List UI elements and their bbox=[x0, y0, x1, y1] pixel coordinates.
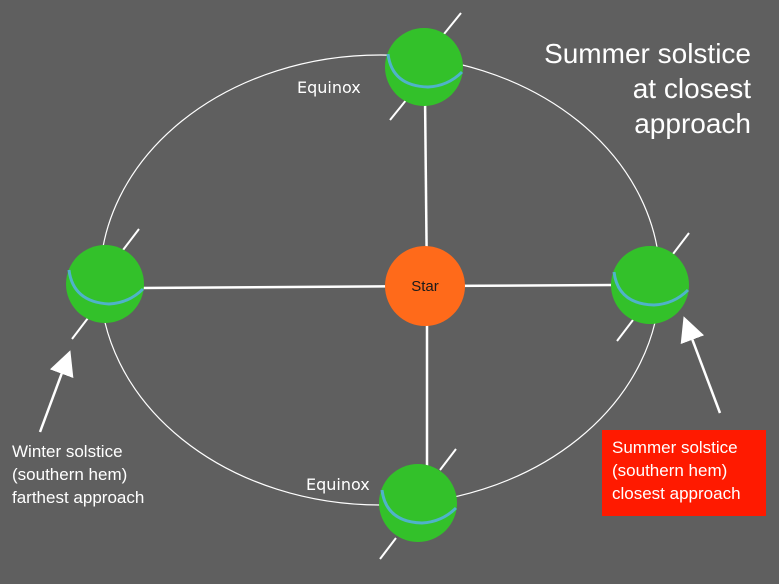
summer-line-1: Summer solstice bbox=[612, 438, 738, 457]
summer-solstice-box: Summer solstice (southern hem) closest a… bbox=[602, 430, 766, 516]
winter-line-1: Winter solstice bbox=[12, 442, 123, 461]
winter-solstice-label: Winter solstice (southern hem) farthest … bbox=[12, 440, 144, 509]
equinox-bottom-label: Equinox bbox=[306, 475, 370, 494]
star-label: Star bbox=[411, 278, 439, 295]
star: Star bbox=[385, 246, 465, 326]
diagram-title: Summer solstice at closest approach bbox=[544, 36, 751, 141]
winter-line-3: farthest approach bbox=[12, 488, 145, 507]
summer-line-2: (southern hem) bbox=[612, 461, 728, 480]
title-line-3: approach bbox=[634, 108, 751, 139]
title-line-2: at closest bbox=[632, 73, 751, 104]
spoke-left bbox=[139, 284, 428, 290]
planet-top bbox=[385, 12, 464, 121]
equinox-top-label: Equinox bbox=[297, 78, 361, 97]
planet-bottom bbox=[379, 448, 458, 560]
winter-line-2: (southern hem) bbox=[12, 465, 128, 484]
planet-left bbox=[66, 228, 145, 340]
summer-line-3: closest approach bbox=[612, 484, 741, 503]
arrow-winter bbox=[38, 350, 74, 433]
arrow-summer bbox=[680, 316, 722, 414]
planet-right bbox=[611, 232, 690, 342]
title-line-1: Summer solstice bbox=[544, 38, 751, 69]
